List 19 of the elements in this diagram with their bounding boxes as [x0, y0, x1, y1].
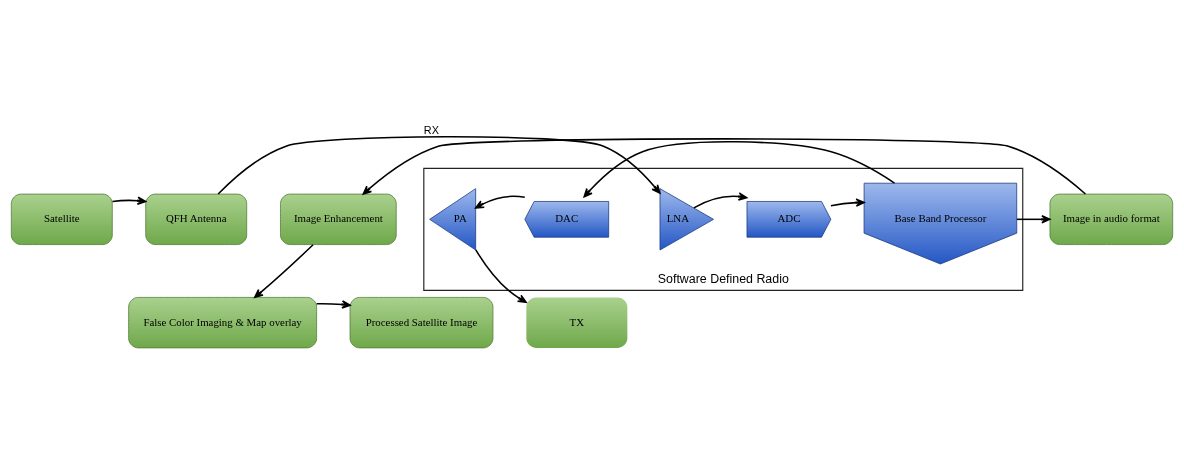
edge-label: RX [423, 123, 439, 136]
arrow [830, 197, 865, 207]
arrow [362, 137, 1087, 195]
arrow [217, 135, 661, 195]
arrow [111, 195, 147, 205]
arrow [474, 195, 526, 209]
arrow [583, 140, 896, 197]
node-box: QFH Antenna [145, 193, 248, 245]
node-box: Image Enhancement [280, 193, 397, 245]
node-box: Satellite [10, 193, 113, 245]
node-box: Image in audio format [1049, 193, 1174, 245]
node-box: Processed Satellite Image [349, 296, 494, 348]
arrow [315, 299, 351, 309]
arrow [254, 243, 314, 298]
node-box: TX [526, 296, 628, 348]
arrow [1016, 214, 1051, 224]
arrow [693, 191, 748, 209]
node-box: False Color Imaging & Map overlay [128, 296, 317, 348]
arrow [475, 248, 527, 303]
